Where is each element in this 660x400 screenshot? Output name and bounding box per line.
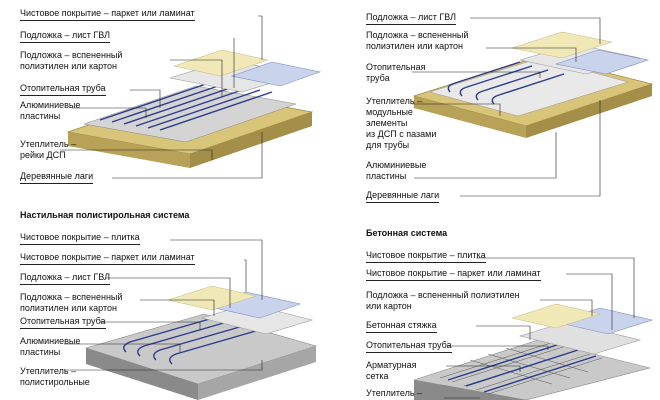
gray-base-front-bl xyxy=(86,348,198,400)
br-label-parquet: Чистовое покрытие – паркет или ламинат xyxy=(366,268,541,281)
tl-label-aluminium: Алюминиевые пластины xyxy=(20,100,81,121)
cream-br xyxy=(511,303,601,329)
tl-label-joists: Деревянные лаги xyxy=(20,171,94,184)
tl-label-pipe: Отопительная труба xyxy=(20,83,106,96)
bl-label-parquet: Чистовое покрытие – паркет или ламинат xyxy=(20,252,195,265)
tr-label-insulation: Утеплитель – модульные элементы из ДСП с… xyxy=(366,96,437,150)
tr-label-joists: Деревянные лаги xyxy=(366,190,440,203)
bl-label-pipe: Отопительная труба xyxy=(20,316,106,329)
gray-base-side-bl xyxy=(198,346,316,400)
tile-tr xyxy=(554,49,650,75)
cream-bl xyxy=(167,285,257,311)
br-label-tile: Чистовое покрытие – плитка xyxy=(366,250,486,263)
bl-label-aluminium: Алюминиевые пластины xyxy=(20,336,81,357)
tl-label-gvl: Подложка – лист ГВЛ xyxy=(20,30,111,43)
bottom-left-assembly xyxy=(84,285,318,400)
pipes-tl xyxy=(99,81,273,131)
br-label-pipe: Отопительная труба xyxy=(366,340,452,353)
wood-base-side-tl xyxy=(190,112,312,168)
wood-base-front-tr xyxy=(414,96,526,138)
leader-lines xyxy=(60,15,635,399)
cream-tr xyxy=(511,31,613,59)
bl-label-gvl: Подложка – лист ГВЛ xyxy=(20,272,111,285)
pipes-br xyxy=(447,343,597,393)
tr-label-gvl: Подложка – лист ГВЛ xyxy=(366,12,457,25)
bl-section-title: Настильная полистирольная система xyxy=(20,210,190,220)
bl-label-tile: Чистовое покрытие – плитка xyxy=(20,232,140,245)
br-label-screed: Бетонная стяжка xyxy=(366,320,437,333)
tile-tl xyxy=(230,61,322,87)
tr-label-foam: Подложка – вспененный полиэтилен или кар… xyxy=(366,30,469,51)
top-right-assembly xyxy=(412,31,654,138)
gray-base-front-br xyxy=(414,380,526,400)
tr-label-aluminium: Алюминиевые пластины xyxy=(366,160,427,181)
bl-label-foam: Подложка – вспененный полиэтилен или кар… xyxy=(20,292,123,313)
tl-label-insulation: Утеплитель – рейки ДСП xyxy=(20,139,77,160)
br-label-mesh: Арматурная сетка xyxy=(366,360,417,381)
pipes-bl xyxy=(123,315,267,365)
tr-label-pipe: Отопительная труба xyxy=(366,62,426,83)
tl-label-finish: Чистовое покрытие – паркет или ламинат xyxy=(20,8,195,21)
br-label-insulation: Утеплитель – xyxy=(366,388,423,398)
pipes-tr xyxy=(447,61,565,105)
tl-label-foam: Подложка – вспененный полиэтилен или кар… xyxy=(20,50,123,71)
cream-tl xyxy=(173,49,269,77)
br-label-foam: Подложка – вспененный полиэтилен или кар… xyxy=(366,290,520,311)
wood-base-side-tr xyxy=(526,84,652,138)
bottom-right-assembly xyxy=(413,303,654,400)
bl-label-insulation: Утеплитель – полистирольные xyxy=(20,366,90,387)
br-section-title: Бетонная система xyxy=(366,228,448,238)
